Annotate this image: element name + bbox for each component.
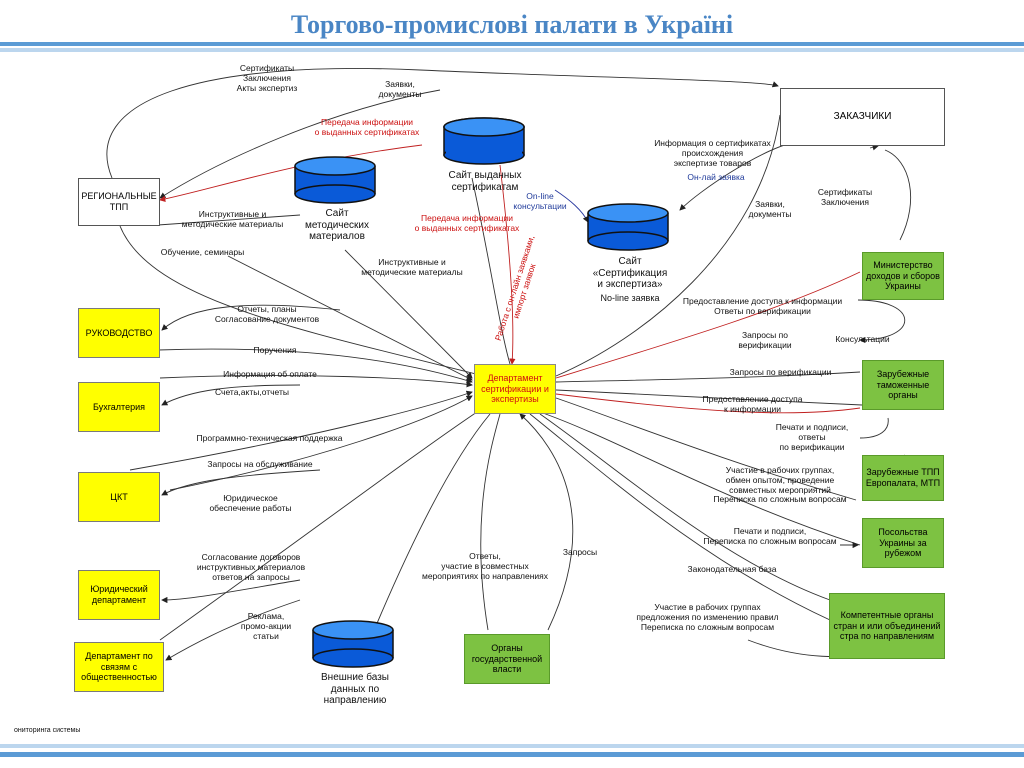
external-db-label: Внешние базы данных по направлению (321, 672, 389, 706)
customers-box: ЗАКАЗЧИКИ (780, 88, 945, 146)
label-transfer-info-2: Передача информации о выданных сертифика… (414, 213, 520, 233)
label-payment-info: Информация об оплате (223, 369, 317, 379)
management-box: РУКОВОДСТВО (78, 308, 160, 358)
cert-site-note: No-line заявка (600, 293, 660, 303)
methodical-site-label: Сайт методических материалов (304, 208, 370, 242)
label-stamps-signatures-2: Печати и подписи, Переписка по сложным в… (703, 526, 837, 546)
bottom-band-light (0, 744, 1024, 748)
label-invoices: Счета,акты,отчеты (214, 387, 290, 397)
embassies-box: Посольства Украины за рубежом (862, 518, 944, 568)
cert-site-label: Сайт «Сертификация и экспертиза» (592, 256, 668, 290)
database-icons (294, 117, 669, 668)
label-stamps-signatures-1: Печати и подписи, ответы по верификации (775, 422, 849, 452)
label-working-groups-1: Участие в рабочих группах, обмен опытом,… (713, 465, 847, 505)
label-tech-support: Программно-техническая поддержка (196, 433, 343, 443)
label-requests-docs-2: Заявки, документы (748, 199, 792, 219)
label-info-access: Предоставление доступа к информации (702, 394, 803, 414)
label-certificates-reports: Сертификаты Заключения Акты экспертиз (236, 63, 298, 93)
label-working-groups-2: Участие в рабочих группах предложения по… (636, 602, 779, 632)
label-answers-participation: Ответы, участие в совместных мероприятия… (421, 551, 549, 581)
label-certificates-conclusions: Сертификаты Заключения (817, 187, 873, 207)
issued-site-db-icon (443, 117, 525, 165)
pr-dept-box: Департамент по связям с общественностью (74, 642, 164, 692)
department-box: Департамент сертификации и экспертизы (474, 364, 556, 414)
gov-bodies-box: Органы государственной власти (464, 634, 550, 684)
top-band-light (0, 48, 1024, 52)
label-methodical-2: Инструктивные и методические материалы (361, 257, 463, 277)
external-db-icon (312, 620, 394, 668)
label-access-answers: Предоставление доступа к информации Отве… (682, 296, 843, 316)
foreign-customs-box: Зарубежные таможенные органы (862, 360, 944, 410)
label-requests-gov: Запросы (562, 547, 598, 557)
regional-cci-box: РЕГИОНАЛЬНЫЕ ТПП (78, 178, 160, 226)
accounting-box: Бухгалтерия (78, 382, 160, 432)
label-online-request: Он-лай заявка (687, 172, 745, 182)
competent-bodies-box: Компетентные органы стран и или объедине… (829, 593, 945, 659)
footnote: ониторинга системы (14, 727, 81, 734)
page-title: Торгово-промислові палати в Україні (290, 10, 734, 39)
label-orders: Поручения (253, 345, 297, 355)
issued-site-label: Сайт выданных сертификатам (448, 170, 522, 193)
label-online-consult: On-line консультации (513, 191, 567, 211)
label-advertising: Реклама, промо-акции статьи (240, 611, 292, 641)
label-legislation: Законодательная база (687, 564, 777, 574)
legal-dept-box: Юридический департамент (78, 570, 160, 620)
label-reports-plans: Отчеты, планы Согласование документов (214, 304, 320, 324)
top-band (0, 42, 1024, 46)
label-methodical-1: Инструктивные и методические материалы (181, 209, 284, 229)
ckt-box: ЦКТ (78, 472, 160, 522)
label-consultations: Консультации (835, 334, 890, 344)
foreign-cci-box: Зарубежные ТПП Европалата, МТП (862, 455, 944, 501)
ministry-box: Министерство доходов и сборов Украины (862, 252, 944, 300)
label-contracts: Согласование договоров инструктивных мат… (196, 552, 306, 582)
label-verification-requests-2: Запросы по верификации (729, 367, 832, 377)
cert-site-db-icon (587, 203, 669, 251)
label-legal-support: Юридическое обеспечение работы (209, 493, 292, 513)
label-cert-info: Информация о сертификатах происхождения … (654, 138, 771, 168)
label-verification-requests-1: Запросы по верификации (738, 330, 792, 350)
label-requests-docs-1: Заявки, документы (378, 79, 422, 99)
label-service-requests: Запросы на обслуживание (207, 459, 313, 469)
label-training: Обучение, семинары (160, 247, 245, 257)
label-transfer-info-1: Передача информации о выданных сертифика… (314, 117, 420, 137)
bottom-band (0, 752, 1024, 757)
methodical-site-db-icon (294, 156, 376, 204)
